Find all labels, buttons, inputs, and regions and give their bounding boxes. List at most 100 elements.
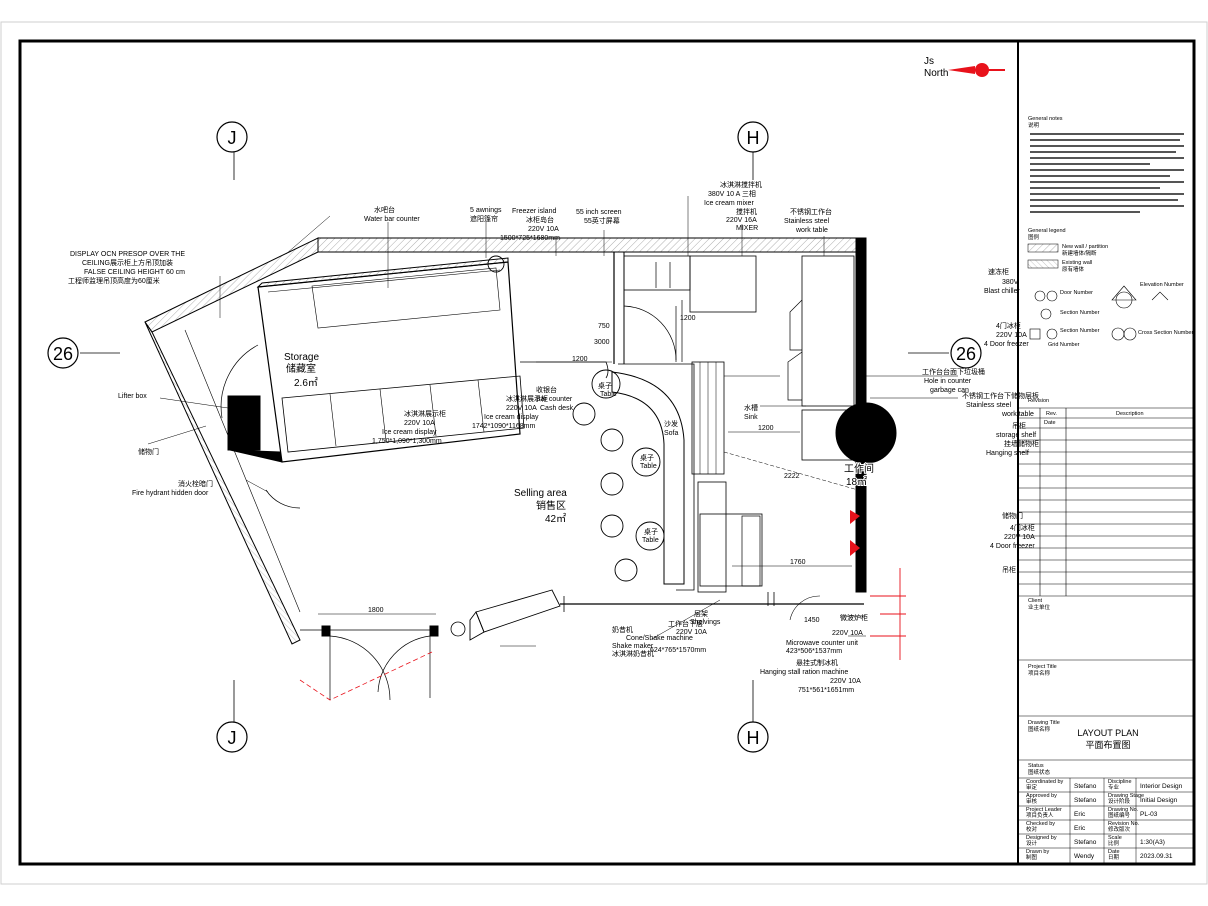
floor-plan (144, 196, 958, 701)
symbol-grid: Grid Number (1048, 342, 1080, 348)
note-shelf-en: Stainless steel (966, 402, 1012, 409)
outer-frame (0, 21, 1208, 885)
dim-750: 750 (598, 323, 610, 330)
dim-1200b: 1200 (758, 425, 774, 432)
note-cash-en: Bar counter (536, 396, 573, 403)
note-ice-b-power: 220V 10A (506, 405, 537, 412)
note-mixer2-power: 220V 16A (726, 217, 757, 224)
sheet-border (18, 39, 1196, 866)
room-selling-zh: 销售区 (536, 499, 566, 512)
note-stall-zh: 悬挂式制冰机 (796, 658, 838, 667)
label-table-bot-zh: 桌子 (644, 527, 658, 536)
note-blast-zh: 速冻柜 (988, 267, 1009, 276)
row1-value: Stefano (1074, 797, 1097, 804)
note-fire-door-zh: 消火栓暗门 (178, 479, 213, 488)
general-notes-lines (1030, 133, 1184, 213)
note-display-ceiling-4: 工程师监理吊顶高度为60厘米 (68, 276, 160, 285)
info-grid (1018, 778, 1194, 864)
row2-label: Project Leader (1026, 807, 1062, 813)
row2-value2: PL-03 (1140, 811, 1158, 818)
symbol-elevation: Elevation Number (1140, 282, 1184, 288)
room-selling-area: 42㎡ (545, 513, 566, 525)
note-work-counter-zh: 工作台下层 (668, 619, 703, 628)
note-mixer-power: 380V 10 A 三相 (708, 189, 756, 198)
note-awnings-zh: 遮阳篷帘 (470, 214, 498, 223)
room-storage-area: 2.6㎡ (294, 377, 318, 389)
plan-labels: DISPLAY OCN PRESOP OVER THE CEILING展示柜上方… (68, 180, 1039, 694)
note-freezer-island-en: Freezer island (512, 208, 556, 215)
row5-zh: 制图 (1026, 853, 1038, 861)
note-garbage-en2: garbage can (930, 387, 969, 394)
row1-value2: Initial Design (1140, 797, 1178, 804)
note-cash-en2: Cash desk (540, 405, 574, 412)
row0-label2: Discipline (1108, 779, 1132, 785)
note-work-counter-power: 220V 10A (676, 629, 707, 636)
grid-j-top-label: J (228, 128, 237, 148)
left-wall (144, 321, 301, 645)
note-steel-table-en: Stainless steel (784, 218, 830, 225)
note-micro-power: 220V 10A (832, 630, 863, 637)
dim-1450: 1450 (804, 617, 820, 624)
dim-1200a: 1200 (572, 356, 588, 363)
project-zh: 项目名称 (1028, 669, 1051, 677)
note-hanging-zh2: 挂墙储物柜 (1004, 439, 1039, 448)
symbol-section-2: Section Number (1060, 328, 1100, 334)
legend-label: General legend (1028, 228, 1066, 234)
grid-j-top: J (216, 121, 248, 180)
room-selling-en: Selling area (514, 488, 567, 499)
row5-value: Wendy (1074, 853, 1095, 860)
grid-h-bottom: H (737, 680, 769, 753)
note-blast-power: 380V (1002, 279, 1019, 286)
row4-value2: 1:30(A3) (1140, 839, 1165, 846)
note-shelving-zh: 层架 (694, 610, 708, 618)
label-table-mid-zh: 桌子 (640, 453, 654, 462)
note-hanging-b: 吊柜 (1002, 565, 1016, 574)
drawing-title-zh-label: 图纸名称 (1028, 725, 1051, 733)
drawing-title-cn: 平面布置图 (1085, 739, 1130, 750)
note-ice-display-size: 1,750*1,090*1,300mm (372, 438, 442, 445)
room-work-zh: 工作间 (844, 462, 874, 475)
north-label: North (924, 68, 948, 79)
grid-h-top-label: H (747, 128, 760, 148)
north-arrow: Js North (924, 56, 1005, 79)
note-hanging-zh: 吊柜 (1012, 421, 1026, 430)
note-display-ceiling-3: FALSE CEILING HEIGHT 60 cm (84, 269, 185, 276)
note-work-counter-size: 624*765*1570mm (650, 647, 706, 654)
note-ice-display-en: Ice cream display (382, 429, 437, 436)
label-sofa-zh: 沙发 (664, 419, 678, 428)
row2-zh2: 图纸编号 (1108, 811, 1131, 819)
status-label: Status (1028, 763, 1044, 769)
client-label: Client (1028, 598, 1043, 604)
note-stall-en: Hanging stall ration machine (760, 669, 848, 676)
row3-zh2: 修改版次 (1108, 825, 1131, 833)
top-wall (317, 237, 859, 253)
note-micro-en: Microwave counter unit (786, 640, 858, 647)
dim-1200c: 1200 (680, 315, 696, 322)
general-notes-zh: 说明 (1028, 121, 1040, 129)
note-mixer-zh: 冰淇淋搅拌机 (720, 180, 762, 189)
note-4door-power: 220V 10A (996, 332, 1027, 339)
note-4door-b-en: 4 Door freezer (990, 543, 1035, 550)
note-ice-display-power: 220V 10A (404, 420, 435, 427)
row5-label: Drawn by (1026, 849, 1049, 855)
grid-26-left: 26 (47, 337, 120, 369)
grid-h-top: H (737, 121, 769, 180)
row1-label2: Drawing Stage (1108, 793, 1144, 799)
row3-label: Checked by (1026, 821, 1055, 827)
note-micro-size: 423*506*1537mm (786, 648, 842, 655)
row3-value: Eric (1074, 825, 1086, 832)
note-screen-en: 55 inch screen (576, 209, 622, 216)
note-freezer-island-size: 1500*725*1680mm (500, 235, 560, 242)
work-column (835, 402, 897, 464)
note-shake-en2: Shake maker (612, 643, 654, 650)
room-labels: Storage 储藏室 2.6㎡ Selling area 销售区 42㎡ 工作… (284, 352, 875, 525)
note-garbage-en: Hole in counter (924, 378, 972, 385)
row0-value2: Interior Design (1140, 783, 1183, 790)
info-rows: Coordinated by 审定 Stefano Discipline 专业 … (1026, 779, 1183, 861)
note-display-ceiling-1: DISPLAY OCN PRESOP OVER THE (70, 251, 185, 258)
label-sink-zh: 水槽 (744, 403, 758, 412)
symbol-door: Door Number (1060, 290, 1093, 296)
revision-table (1018, 407, 1194, 597)
note-4door-zh: 4门冰柜 (996, 321, 1021, 330)
